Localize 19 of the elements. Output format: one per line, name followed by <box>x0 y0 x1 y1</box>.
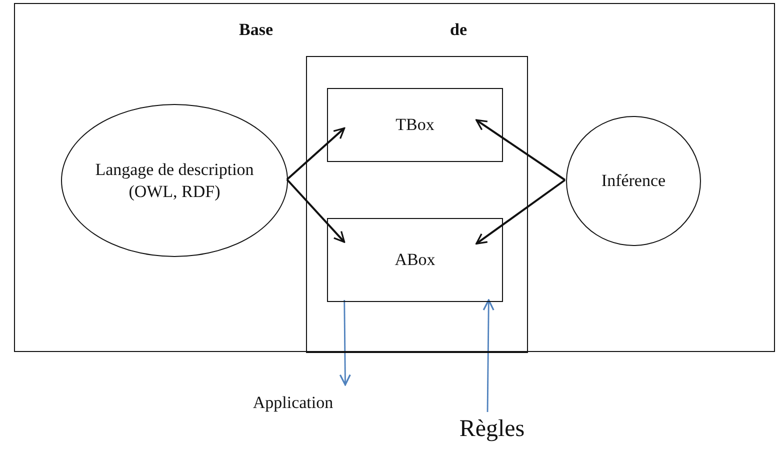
ellipse-node <box>566 116 701 246</box>
container-box <box>14 3 775 352</box>
text-label: Application <box>226 390 360 416</box>
process-box <box>327 88 503 162</box>
node-label: ABox <box>394 249 436 271</box>
heading: Base <box>239 19 273 40</box>
ellipse-node <box>61 104 288 257</box>
heading: de <box>450 19 467 40</box>
node-label: Langage de description (OWL, RDF) <box>94 159 255 202</box>
arrow <box>476 119 566 181</box>
process-box <box>327 218 503 302</box>
arrow <box>476 179 566 245</box>
text-label: Règles <box>436 412 548 446</box>
arrow <box>339 300 351 386</box>
arrow <box>286 127 346 180</box>
arrow <box>286 178 346 243</box>
arrow <box>482 299 494 412</box>
node-label: TBox <box>396 114 434 136</box>
node-label: Inférence <box>601 170 666 192</box>
